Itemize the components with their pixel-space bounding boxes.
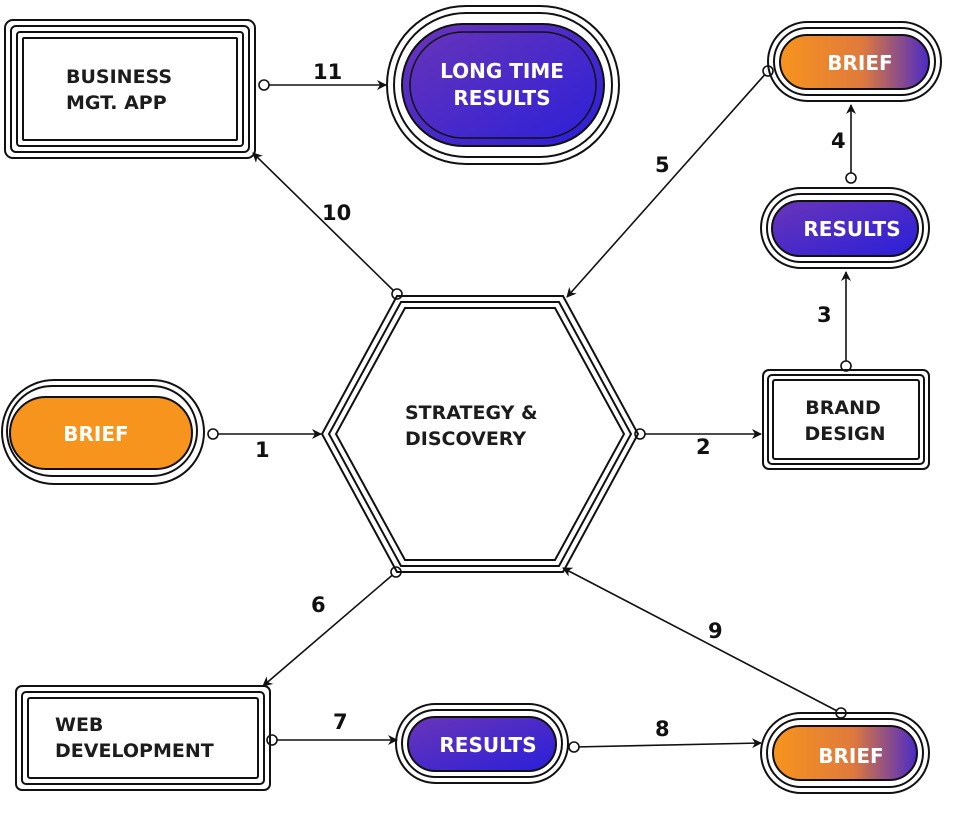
brand-design-line1: BRAND [805, 397, 881, 419]
web-development-node: WEB DEVELOPMENT [15, 685, 271, 791]
results-right-label: RESULTS [803, 217, 900, 241]
business-app-node: BUSINESS MGT. APP [4, 19, 256, 159]
brief-top-right-label: BRIEF [827, 51, 892, 75]
arrow-10 [252, 152, 398, 295]
web-development-line1: WEB [55, 714, 103, 736]
connector-dot [207, 428, 219, 440]
connector-dot [258, 79, 270, 91]
brief-top-right-node: BRIEF [767, 21, 942, 102]
hub-label-line1: STRATEGY & [405, 402, 538, 424]
step-number: 11 [313, 60, 342, 84]
arrow-5 [566, 70, 769, 298]
step-number: 3 [817, 303, 832, 327]
brand-design-line2: DESIGN [804, 423, 885, 445]
brief-left-node: BRIEF [1, 379, 205, 485]
results-bottom-node: RESULTS [395, 703, 569, 784]
step-number: 2 [696, 435, 711, 459]
connector-dot [845, 172, 857, 184]
long-time-results-line1: LONG TIME [440, 59, 564, 83]
step-number: 7 [333, 710, 348, 734]
step-number: 6 [311, 593, 326, 617]
results-bottom-label: RESULTS [439, 733, 536, 757]
business-app-line2: MGT. APP [66, 92, 167, 114]
hub-label-line2: DISCOVERY [405, 428, 526, 450]
long-time-results-node: LONG TIME RESULTS [386, 5, 620, 165]
connectors [207, 65, 857, 753]
brand-design-node: BRAND DESIGN [762, 369, 930, 470]
web-development-line2: DEVELOPMENT [55, 740, 214, 762]
arrow-8 [573, 738, 762, 749]
strategy-discovery-hub: STRATEGY & DISCOVERY [320, 295, 640, 573]
long-time-results-line2: RESULTS [453, 86, 550, 110]
step-number: 9 [708, 619, 723, 643]
step-number: 1 [255, 438, 270, 462]
brief-bottom-right-label: BRIEF [818, 744, 883, 768]
arrow-6 [262, 571, 397, 687]
connector-dot [266, 734, 278, 746]
connector-dot [568, 741, 580, 753]
step-number: 5 [655, 153, 670, 177]
step-number: 8 [655, 717, 670, 741]
business-app-line1: BUSINESS [66, 66, 172, 88]
brief-bottom-right-node: BRIEF [760, 712, 930, 794]
step-number: 4 [831, 129, 846, 153]
brief-left-label: BRIEF [63, 422, 128, 446]
results-right-node: RESULTS [760, 187, 930, 269]
step-numbers: 1 2 3 4 5 6 7 8 9 10 11 [255, 60, 846, 741]
step-number: 10 [322, 201, 351, 225]
arrow-9 [562, 567, 842, 714]
